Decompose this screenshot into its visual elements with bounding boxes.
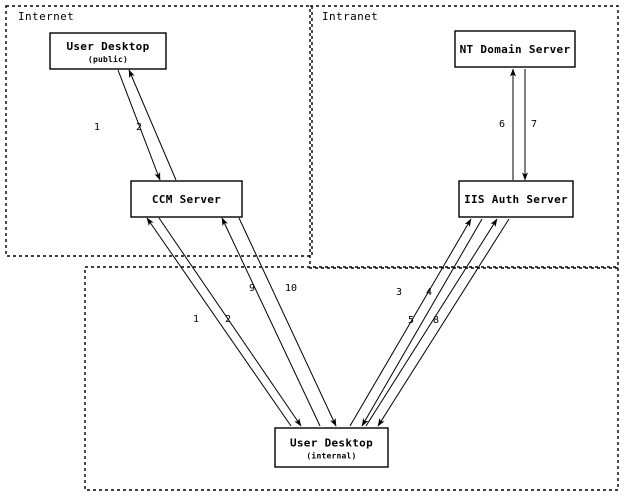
node-box-nt-domain-server [454, 30, 576, 68]
flow-step-labels: 1 2 1 2 9 10 3 4 5 8 6 7 [94, 119, 537, 326]
zone-boundary-internal-lan [84, 266, 619, 491]
flow-arrow-5-user-desktop-internal-to-iis-auth-server [365, 218, 498, 427]
zone-boundaries: Internet Intranet [5, 5, 619, 491]
flow-step-label-2: 2 [225, 314, 231, 325]
flow-arrow-9-user-desktop-internal-to-ccm-server [221, 217, 321, 427]
node-title-user-desktop-internal: User Desktop [290, 437, 373, 450]
node-ccm-server: CCM Server [130, 180, 243, 218]
flow-step-label-6: 6 [499, 119, 505, 130]
zone-boundary-intranet [309, 5, 619, 269]
flow-step-label-8: 8 [433, 315, 439, 326]
flow-arrow-2-ccm-server-to-user-desktop-public [128, 69, 177, 181]
flow-step-label-2: 2 [136, 122, 142, 133]
flow-arrows [117, 68, 528, 427]
flow-arrow-1-user-desktop-public-to-ccm-server [117, 69, 161, 181]
flow-step-label-1: 1 [193, 314, 199, 325]
flow-arrow-1-ccm-server-to-user-desktop-internal [158, 217, 302, 427]
flow-arrow-8-iis-auth-server-to-user-desktop-internal [377, 218, 510, 427]
node-title-user-desktop-public: User Desktop [66, 40, 149, 53]
flow-step-label-1: 1 [94, 122, 100, 133]
zone-label-internet: Internet [18, 10, 74, 23]
zone-label-intranet: Intranet [322, 10, 378, 23]
node-user-desktop-public: User Desktop(public) [49, 32, 167, 70]
node-box-iis-auth-server [458, 180, 574, 218]
flow-step-label-9: 9 [249, 283, 255, 294]
flow-arrow-10-ccm-server-to-user-desktop-internal [238, 217, 337, 427]
flow-step-label-3: 3 [396, 287, 402, 298]
node-subtitle-user-desktop-public: (public) [88, 54, 128, 64]
node-user-desktop-internal: User Desktop(internal) [274, 427, 389, 468]
node-title-ccm-server: CCM Server [152, 193, 221, 206]
node-nt-domain-server: NT Domain Server [454, 30, 576, 68]
node-subtitle-user-desktop-internal: (internal) [306, 451, 356, 461]
node-box-user-desktop-internal [274, 427, 389, 468]
flow-step-label-10: 10 [285, 283, 297, 294]
flow-arrow-4-iis-auth-server-to-user-desktop-internal [361, 218, 483, 427]
flow-arrow-2-user-desktop-internal-to-ccm-server [146, 217, 292, 427]
flow-step-label-7: 7 [531, 119, 537, 130]
node-box-user-desktop-public [49, 32, 167, 70]
node-title-iis-auth-server: IIS Auth Server [464, 193, 568, 206]
node-box-ccm-server [130, 180, 243, 218]
flow-step-label-5: 5 [408, 315, 414, 326]
node-iis-auth-server: IIS Auth Server [458, 180, 574, 218]
node-title-nt-domain-server: NT Domain Server [460, 43, 571, 56]
flow-arrow-3-user-desktop-internal-to-iis-auth-server [349, 218, 472, 427]
flow-step-label-4: 4 [426, 287, 432, 298]
zone-boundary-internet [5, 5, 313, 257]
